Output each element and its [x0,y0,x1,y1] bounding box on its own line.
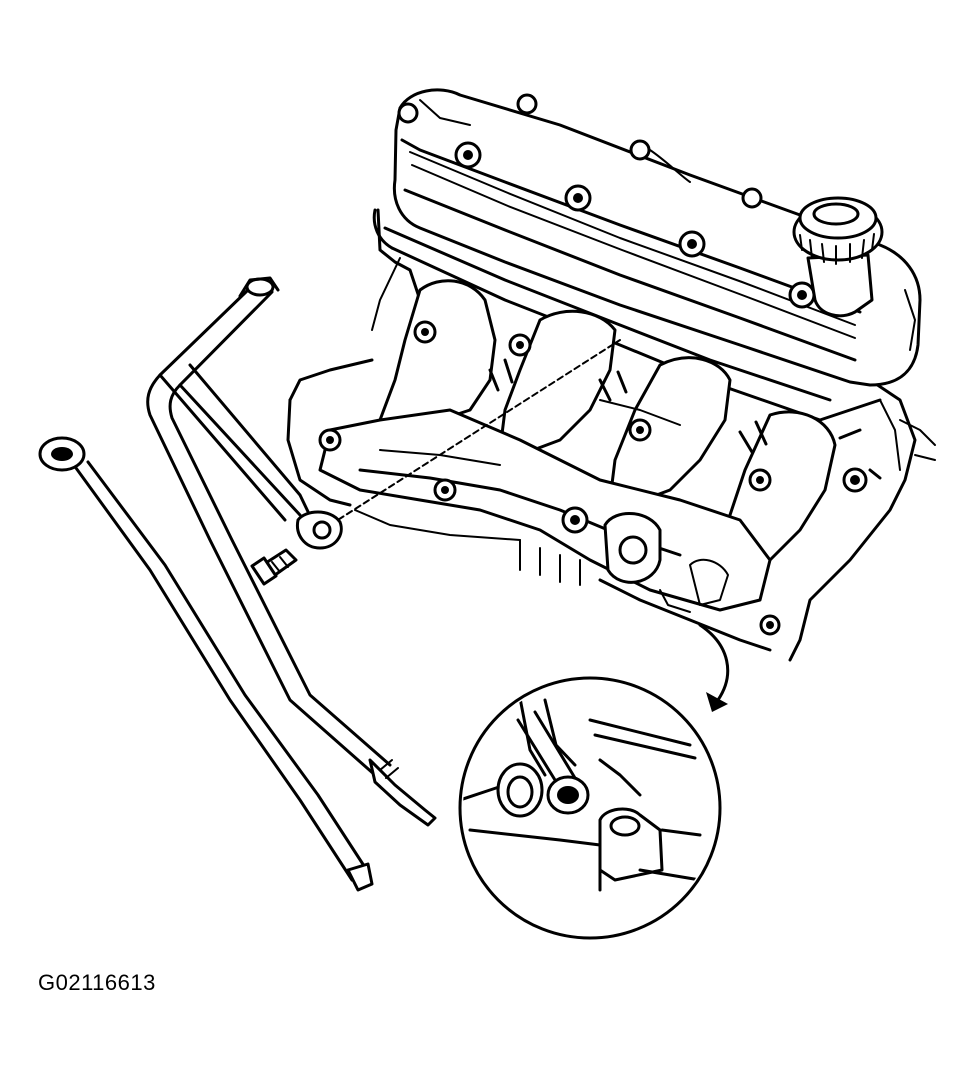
valve-cover [392,88,922,387]
detail-circle [458,676,722,940]
oil-filler-cap [792,196,884,318]
alignment-leader-line [329,339,621,526]
figure-id-label: G02116613 [38,970,156,995]
callout-arrow [698,623,730,702]
detail-callout [458,623,730,940]
oil-dipstick [38,436,374,892]
dipstick-tube [146,276,437,827]
detail-closeup [463,696,702,892]
bracket-bolt [250,548,298,586]
engine-assembly [286,88,936,662]
valve-cover-bolts [397,93,816,309]
manifold-bolts [318,320,868,636]
